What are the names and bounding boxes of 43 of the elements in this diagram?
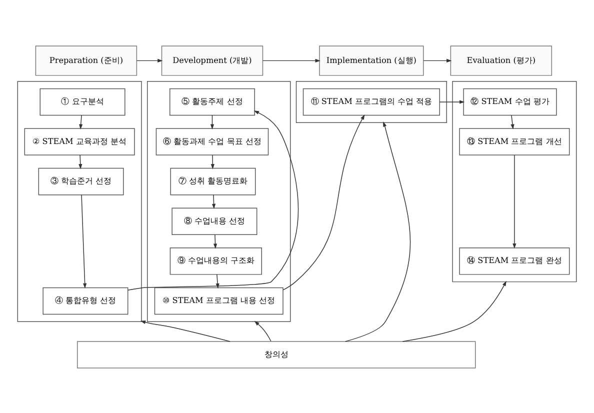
node-box: Development (개발) bbox=[161, 45, 264, 76]
arrow bbox=[439, 100, 465, 104]
arrow bbox=[510, 114, 514, 129]
node-box: Preparation (준비) bbox=[35, 45, 138, 76]
arrow bbox=[262, 58, 320, 62]
arrow bbox=[512, 154, 516, 248]
arrow bbox=[140, 320, 230, 342]
node-box: Evaluation (평가) bbox=[450, 45, 552, 76]
arrow bbox=[423, 58, 452, 62]
arrow bbox=[79, 114, 83, 129]
arrow bbox=[210, 114, 214, 129]
arrow bbox=[254, 320, 272, 342]
node-box: ⑩ STEAM 프로그램 내용 선정 bbox=[154, 286, 284, 314]
arrow bbox=[78, 154, 82, 169]
node-box: ① 요구분석 bbox=[40, 88, 126, 116]
arrow bbox=[128, 110, 299, 290]
node-box: ⑪ STEAM 프로그램의 수업 적용 bbox=[302, 88, 440, 116]
arrow bbox=[282, 114, 365, 290]
arrow bbox=[402, 280, 506, 342]
node-box: ③ 학습준거 선정 bbox=[38, 167, 124, 195]
cluster bbox=[296, 80, 447, 122]
cluster bbox=[147, 80, 291, 322]
node-box: ⑧ 수업내용 선정 bbox=[172, 207, 258, 234]
arrow bbox=[213, 234, 218, 248]
cluster bbox=[17, 80, 142, 322]
node-box: ⑤ 활동주제 선정 bbox=[169, 88, 255, 116]
node-box: ④ 통합유형 선정 bbox=[42, 286, 128, 314]
arrow bbox=[344, 121, 411, 342]
arrow bbox=[216, 274, 220, 288]
cluster bbox=[452, 80, 577, 282]
node-box: ⑭ STEAM 프로그램 완성 bbox=[459, 247, 570, 274]
node-box: ⑬ STEAM 프로그램 개선 bbox=[459, 128, 570, 155]
node-box: Implementation (실행) bbox=[319, 45, 424, 76]
arrow bbox=[136, 58, 163, 62]
node-box: 창의성 bbox=[76, 340, 476, 368]
arrow bbox=[81, 194, 87, 288]
node-box: ⑦ 성취 활동명료화 bbox=[170, 167, 256, 195]
node-box: ⑨ 수업내용의 구조화 bbox=[170, 247, 262, 274]
arrow bbox=[212, 194, 216, 209]
node-box: ⑥ 활동과제 수업 목표 선정 bbox=[156, 128, 269, 155]
node-box: ⑫ STEAM 수업 평가 bbox=[463, 88, 557, 116]
node-box: ② STEAM 교육과정 분석 bbox=[24, 128, 135, 155]
arrow bbox=[210, 154, 214, 169]
